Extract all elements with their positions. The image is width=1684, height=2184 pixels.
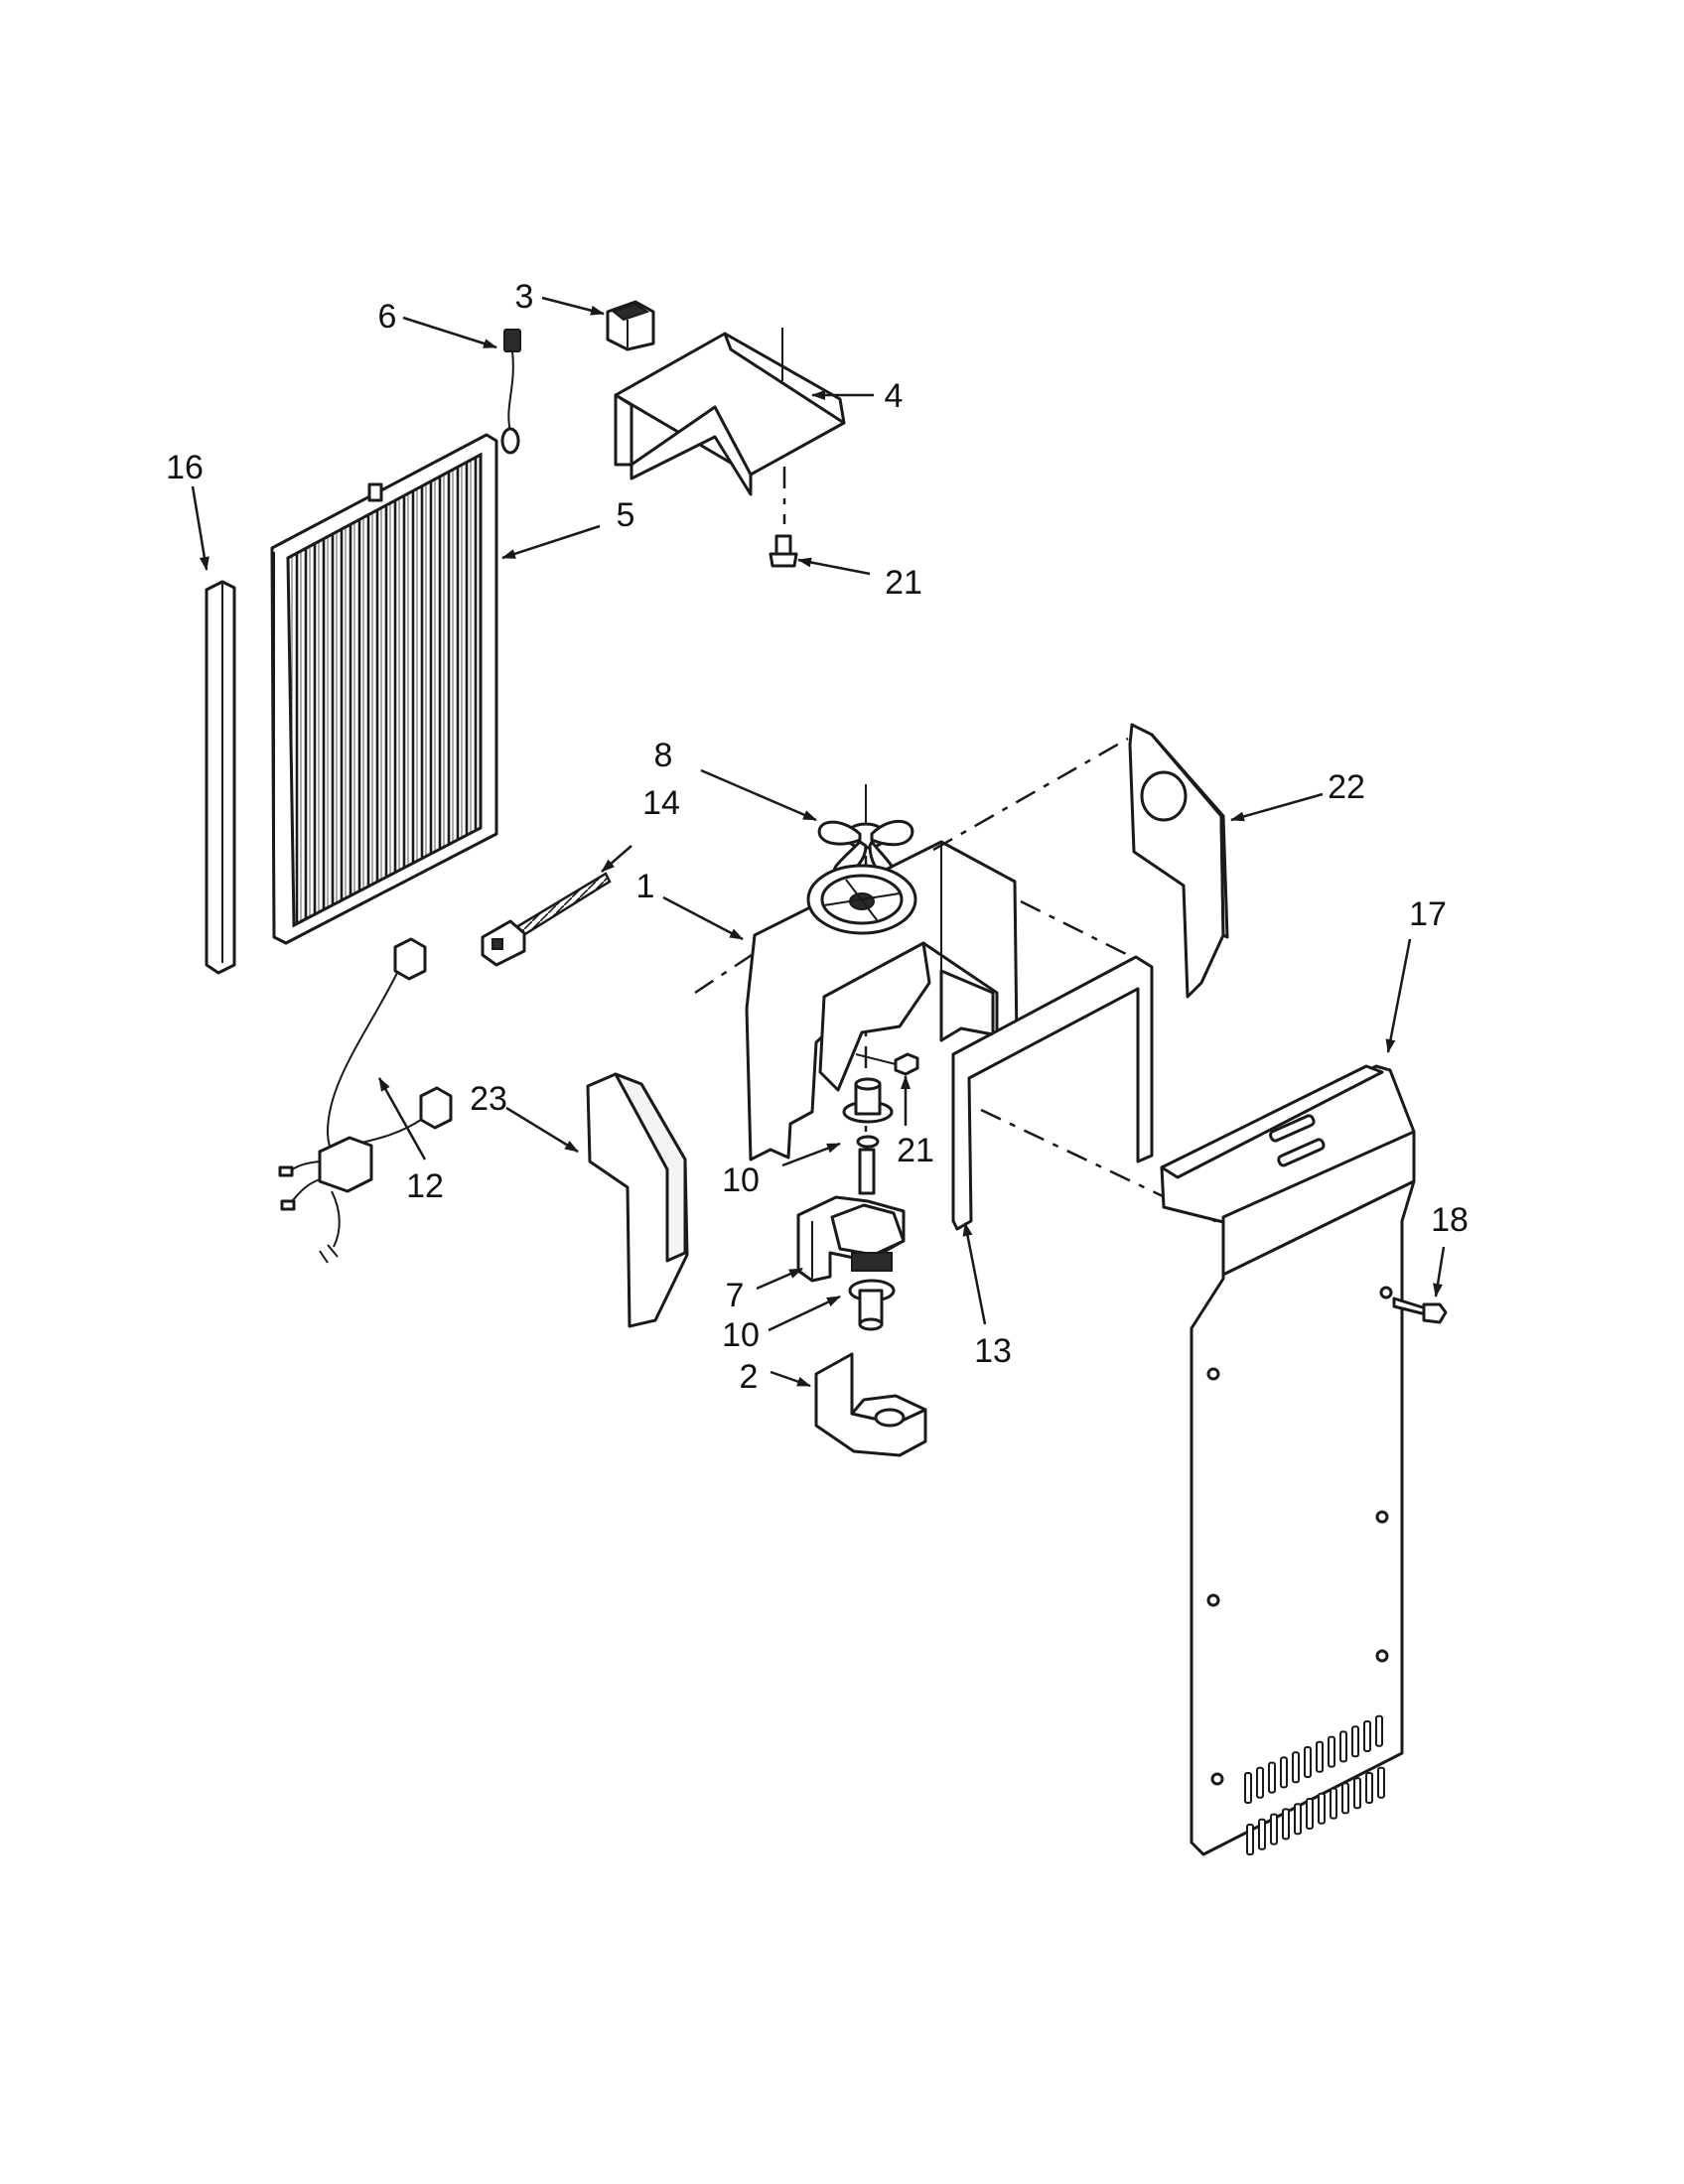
vent-slot — [1258, 1818, 1266, 1850]
callout-10-lower: 10 — [722, 1316, 760, 1354]
leader-13 — [962, 1222, 987, 1325]
callout-21-upper: 21 — [885, 564, 922, 602]
callout-17: 17 — [1409, 895, 1447, 933]
vent-slot — [1268, 1761, 1276, 1794]
vent-slot — [1363, 1720, 1371, 1752]
leader-8 — [700, 768, 817, 822]
part-16-seal-strip — [205, 580, 236, 975]
vent-slot — [1339, 1730, 1347, 1763]
vent-slot — [1292, 1751, 1300, 1784]
part-4-bracket — [614, 328, 846, 496]
callout-7: 7 — [726, 1277, 745, 1314]
guide-line-13-to-17 — [980, 1108, 1220, 1225]
vent-slot — [1330, 1787, 1337, 1820]
vent-slot — [1282, 1808, 1290, 1841]
part-6-thermistor — [500, 329, 521, 455]
leader-10-upper — [781, 1142, 841, 1167]
part-1-fan-shroud — [745, 840, 1019, 1161]
callout-6: 6 — [378, 298, 397, 336]
callout-16: 16 — [166, 449, 204, 486]
part-22-baffle-right — [1128, 723, 1229, 999]
leader-12 — [377, 1077, 427, 1160]
callout-14: 14 — [642, 784, 680, 822]
vent-slot — [1351, 1725, 1359, 1758]
callout-labels: 3 6 4 16 5 21 8 14 22 1 17 23 21 10 12 1… — [166, 278, 1469, 1396]
vent-slot — [1306, 1798, 1314, 1830]
leader-17 — [1385, 938, 1412, 1053]
vent-slot — [1328, 1735, 1335, 1768]
callout-10-upper: 10 — [722, 1161, 760, 1199]
guide-line-1-to-22 — [932, 737, 1129, 852]
guide-line-1-to-13 — [1020, 899, 1153, 969]
part-7-fan-motor — [796, 1148, 906, 1283]
leader-6 — [402, 316, 497, 349]
vent-slot — [1256, 1766, 1264, 1799]
leader-3 — [541, 296, 605, 316]
leader-14 — [601, 845, 632, 873]
part-18-screw — [1392, 1297, 1448, 1324]
vent-slot — [1294, 1803, 1302, 1836]
leader-22 — [1230, 792, 1324, 822]
vent-slot — [1377, 1766, 1385, 1799]
vent-slot — [1318, 1792, 1326, 1825]
part-3-clip — [606, 300, 655, 351]
part-8-fan-blade — [817, 784, 914, 880]
callout-23: 23 — [470, 1080, 507, 1118]
part-23-baffle-left — [586, 1072, 689, 1328]
part-5-coil-panel — [270, 433, 498, 945]
callout-2: 2 — [740, 1358, 759, 1396]
vent-slot — [1270, 1813, 1278, 1845]
leader-2 — [770, 1370, 811, 1388]
callout-5: 5 — [617, 496, 635, 534]
leader-23 — [505, 1106, 579, 1154]
part-13-u-seal — [951, 955, 1154, 1231]
vent-slot — [1246, 1824, 1254, 1855]
vent-slot — [1244, 1772, 1252, 1804]
part-21-screw-lower — [855, 1052, 919, 1076]
vent-slot — [1280, 1756, 1288, 1789]
callout-21-lower: 21 — [897, 1132, 934, 1169]
leader-21-upper — [797, 557, 871, 576]
leader-16 — [191, 485, 210, 571]
callout-8: 8 — [654, 737, 673, 774]
callout-3: 3 — [515, 278, 534, 316]
callout-18: 18 — [1431, 1201, 1469, 1239]
part-2-motor-bracket — [814, 1352, 927, 1457]
vent-slot — [1375, 1714, 1383, 1747]
leader-5 — [501, 524, 601, 560]
part-17-duct-panel — [1160, 1064, 1416, 1856]
leader-18 — [1433, 1246, 1446, 1297]
part-10-bushing-lower — [848, 1279, 896, 1331]
callout-4: 4 — [885, 377, 904, 415]
part-10-bushing-upper — [842, 1077, 894, 1149]
leader-10-lower — [768, 1295, 841, 1332]
callout-1: 1 — [636, 868, 655, 905]
vent-slot — [1341, 1782, 1349, 1815]
part-14-heater — [481, 872, 612, 967]
part-21-screw-upper — [769, 534, 798, 568]
vent-slot — [1365, 1772, 1373, 1804]
part-12-wire-harness — [278, 937, 453, 1264]
guide-line-23-to-1 — [694, 951, 756, 995]
vent-slot — [1304, 1746, 1312, 1778]
callout-13: 13 — [974, 1332, 1012, 1370]
vent-slot — [1316, 1740, 1324, 1773]
callout-12: 12 — [406, 1167, 444, 1205]
callout-22: 22 — [1328, 768, 1365, 806]
part-17-vent-slots — [1244, 1714, 1385, 1855]
leader-7 — [756, 1267, 803, 1291]
leader-arrows — [191, 296, 1446, 1388]
vent-slot — [1353, 1777, 1361, 1810]
leader-1 — [662, 895, 744, 941]
